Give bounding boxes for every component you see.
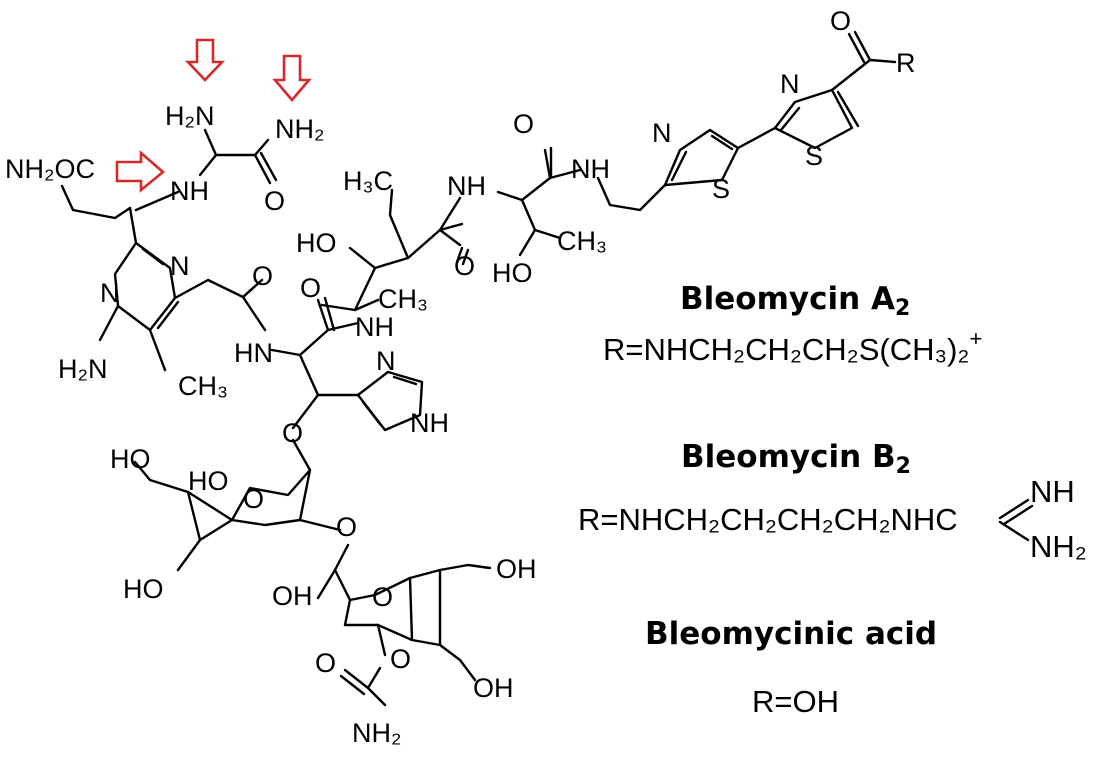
oxygen-label: O [336, 512, 357, 542]
bleomycin-a2-formula: R=NHCH₂CH₂CH₂S(CH₃)₂+ [603, 326, 982, 367]
bleomycinic-acid-formula: R=OH [752, 684, 839, 719]
bleomycin-b2-title: Bleomycin B2 [681, 439, 911, 479]
methyl-label: H₃C [343, 166, 393, 196]
sulfur-label: S [805, 141, 823, 171]
arrow-down-icon [184, 38, 226, 82]
hydroxyl-label: HO [188, 466, 229, 496]
oxygen-label: O [300, 273, 321, 303]
amide-label: NH₂OC [5, 154, 95, 184]
oxygen-label: O [243, 484, 264, 514]
amine-label: NH₂ [352, 718, 401, 748]
bleomycin-b2-formula: R=NHCH₂CH₂CH₂CH₂NHC [578, 502, 958, 537]
oxygen-label: O [390, 644, 411, 674]
oxygen-label: O [282, 418, 303, 448]
arrow-down-icon [272, 54, 312, 103]
nitrogen-label: N [170, 251, 190, 281]
oxygen-label: O [830, 6, 851, 36]
amine-label: NH₂ [275, 114, 324, 144]
sulfur-label: S [712, 174, 730, 204]
red-arrows [115, 38, 312, 193]
amine-label: NH [571, 154, 610, 184]
oxygen-label: O [513, 109, 534, 139]
amine-label: NH [170, 176, 209, 206]
nitrogen-label: N [780, 69, 800, 99]
amine-label: NH [447, 171, 486, 201]
amine-label: NH [410, 408, 449, 438]
hydroxyl-label: HO [123, 574, 164, 604]
amine-label: HN [234, 338, 273, 368]
amidine-nh-label: NH [1030, 474, 1075, 509]
methyl-label: CH₃ [378, 284, 428, 314]
hydroxyl-label: OH [473, 673, 514, 703]
bleomycinic-acid-title: Bleomycinic acid [645, 616, 937, 652]
amine-label: NH [355, 312, 394, 342]
hydroxyl-label: OH [272, 581, 313, 611]
hydroxyl-label: HO [110, 444, 151, 474]
oxygen-label: O [264, 186, 285, 216]
hydroxyl-label: OH [496, 554, 537, 584]
r-group-legend: Bleomycin A2 R=NHCH₂CH₂CH₂S(CH₃)₂+ Bleom… [578, 281, 1087, 719]
r-group-label: R [896, 48, 916, 78]
amine-label: H₂N [165, 101, 214, 131]
bleomycin-a2-title: Bleomycin A2 [680, 281, 910, 321]
amidine-nh2-label: NH₂ [1030, 529, 1087, 564]
atom-labels: H₂N NH₂ NH O NH₂OC N N H₂N CH₃ O HN O NH… [5, 6, 916, 748]
nitrogen-label: N [100, 278, 120, 308]
methyl-label: CH₃ [178, 371, 228, 401]
oxygen-label: O [252, 261, 273, 291]
hydroxyl-label: HO [492, 258, 533, 288]
hydroxyl-label: HO [296, 228, 337, 258]
nitrogen-label: N [376, 346, 396, 376]
arrow-right-icon [115, 150, 166, 193]
oxygen-label: O [315, 648, 336, 678]
methyl-label: CH₃ [557, 226, 607, 256]
nitrogen-label: N [652, 118, 672, 148]
bonds [60, 30, 1034, 707]
oxygen-label: O [454, 251, 475, 281]
amine-label: H₂N [58, 354, 107, 384]
oxygen-label: O [372, 582, 393, 612]
